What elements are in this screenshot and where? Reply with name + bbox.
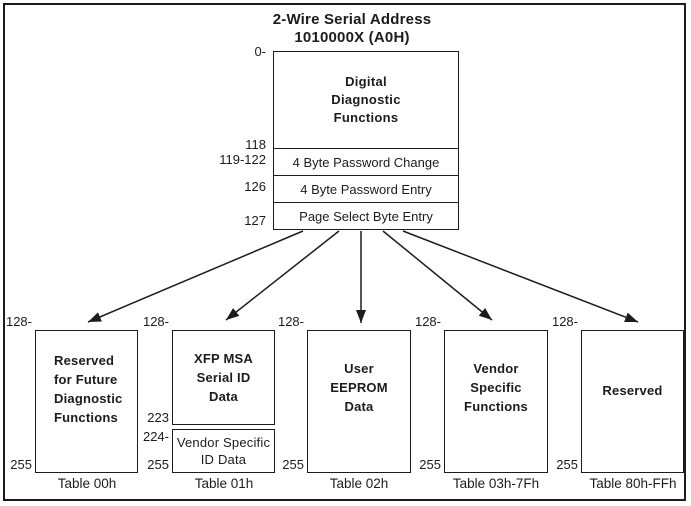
address-label-0: 0- xyxy=(254,44,266,59)
address-label-255: 255 xyxy=(10,457,32,472)
section-line: Digital xyxy=(345,74,387,89)
box-line: XFP MSA xyxy=(194,351,253,366)
outer-frame xyxy=(3,3,686,501)
address-label-255: 255 xyxy=(419,457,441,472)
box-line: Vendor Specific xyxy=(176,435,271,450)
address-label-224: 224- xyxy=(142,429,169,444)
box-line: Vendor xyxy=(473,361,519,376)
box-line: for Future xyxy=(54,372,118,387)
address-label-223: 223 xyxy=(147,410,169,425)
page-select-row: Page Select Byte Entry xyxy=(274,202,458,229)
table-01h-upper-box: XFP MSA Serial ID Data xyxy=(172,330,275,425)
address-label-126: 126 xyxy=(244,179,266,194)
table-80h-ffh-caption: Table 80h-FFh xyxy=(589,476,677,491)
table-02h-caption: Table 02h xyxy=(329,476,389,491)
address-label-119-122: 119-122 xyxy=(219,152,266,167)
lower-memory-box: Digital Diagnostic Functions 4 Byte Pass… xyxy=(273,51,459,230)
password-entry-row: 4 Byte Password Entry xyxy=(274,175,458,202)
box-line: Reserved xyxy=(602,383,663,398)
box-line: Serial ID xyxy=(196,370,251,385)
table-02h-box: User EEPROM Data xyxy=(307,330,411,473)
address-label-255: 255 xyxy=(556,457,578,472)
box-line: Reserved xyxy=(54,353,115,368)
address-label-128: 128- xyxy=(414,314,441,329)
table-01h-caption: Table 01h xyxy=(194,476,254,491)
box-line: Functions xyxy=(464,399,528,414)
password-change-row: 4 Byte Password Change xyxy=(274,148,458,175)
table-03h-7fh-caption: Table 03h-7Fh xyxy=(452,476,540,491)
box-line: EEPROM xyxy=(330,380,388,395)
box-line: Data xyxy=(344,399,374,414)
table-03h-7fh-box: Vendor Specific Functions xyxy=(444,330,548,473)
address-label-127: 127 xyxy=(244,213,266,228)
box-line: Data xyxy=(209,389,238,404)
address-label-255: 255 xyxy=(147,457,169,472)
table-00h-box: Reserved for Future Diagnostic Functions xyxy=(35,330,138,473)
box-line: Specific xyxy=(470,380,522,395)
digital-diagnostic-functions-section: Digital Diagnostic Functions xyxy=(274,52,458,148)
table-80h-ffh-box: Reserved xyxy=(581,330,684,473)
title-line-1: 2-Wire Serial Address xyxy=(272,11,432,28)
box-line: Diagnostic xyxy=(54,391,123,406)
address-label-255: 255 xyxy=(282,457,304,472)
box-line: ID Data xyxy=(200,452,247,467)
title-line-2: 1010000X (A0H) xyxy=(294,29,410,46)
diagram-title: 2-Wire Serial Address 1010000X (A0H) xyxy=(252,11,452,47)
address-label-118: 118 xyxy=(245,137,266,152)
table-00h-caption: Table 00h xyxy=(57,476,117,491)
table-01h-lower-box: Vendor Specific ID Data xyxy=(172,429,275,473)
address-label-128: 128- xyxy=(551,314,578,329)
address-label-128: 128- xyxy=(277,314,304,329)
section-line: Functions xyxy=(333,110,399,125)
address-label-128: 128- xyxy=(5,314,32,329)
address-label-128: 128- xyxy=(142,314,169,329)
box-line: User xyxy=(344,361,374,376)
section-line: Diagnostic xyxy=(331,92,401,107)
box-line: Functions xyxy=(54,410,118,425)
